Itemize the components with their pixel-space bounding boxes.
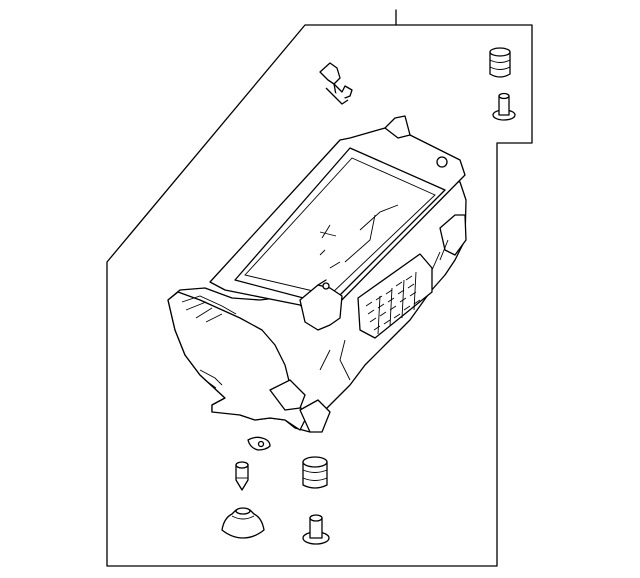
- rivet-lower: [302, 514, 330, 545]
- retainer-clip: [247, 436, 271, 451]
- bumper-stop-upper: [489, 47, 511, 78]
- cone-damper: [221, 507, 265, 539]
- bumper-stop-lower: [302, 456, 328, 489]
- pin-upper: [492, 92, 516, 121]
- grommet: [235, 461, 249, 491]
- glove-box-housing: [167, 115, 467, 433]
- assembly-boundary: [106, 24, 533, 567]
- clip: [319, 62, 353, 105]
- vent-grid: [357, 253, 433, 339]
